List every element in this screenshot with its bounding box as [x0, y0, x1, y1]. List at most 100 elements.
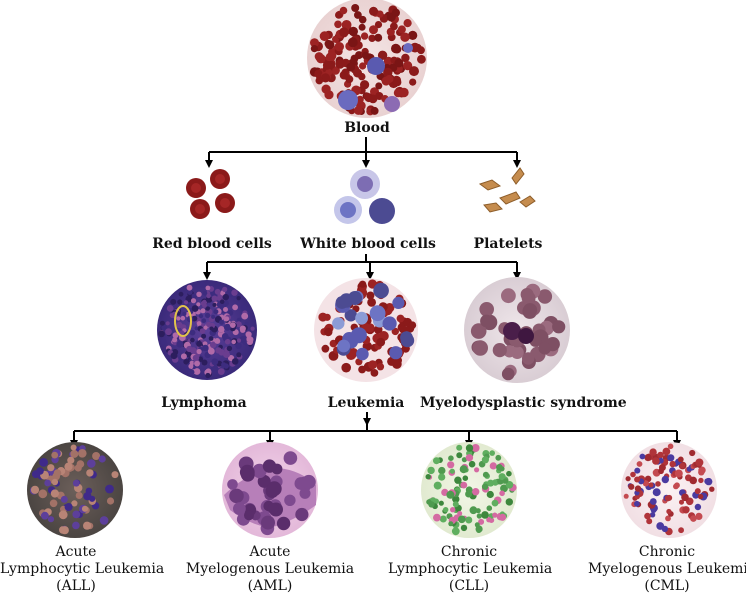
micrograph-cell	[60, 495, 68, 503]
cml-micrograph	[621, 442, 717, 538]
micrograph-cell	[246, 336, 253, 343]
micrograph-cell	[223, 316, 229, 322]
micrograph-cell	[221, 362, 227, 368]
micrograph-cell	[495, 454, 502, 461]
all-label: Acute Lymphocytic Leukemia (ALL)	[0, 544, 164, 595]
micrograph-cell	[187, 369, 195, 376]
micrograph-cell	[417, 46, 425, 55]
aml-label-line1: Acute	[249, 544, 291, 560]
micrograph-cell	[217, 368, 225, 375]
micrograph-cell	[376, 363, 385, 371]
micrograph-cell	[341, 362, 352, 373]
micrograph-cell	[465, 454, 474, 462]
micrograph-cell	[176, 316, 181, 321]
micrograph-cell	[695, 512, 703, 521]
micrograph-cell	[266, 481, 282, 497]
micrograph-cell	[223, 307, 228, 312]
micrograph-cell	[690, 515, 697, 522]
micrograph-cell	[456, 452, 463, 459]
micrograph-cell	[236, 338, 242, 343]
micrograph-cell	[320, 73, 331, 83]
micrograph-cell	[425, 474, 431, 480]
micrograph-cell	[623, 493, 629, 499]
aml-label: Acute Myelogenous Leukemia (AML)	[184, 544, 356, 595]
micrograph-cell	[374, 33, 383, 42]
micrograph-cell	[201, 318, 207, 324]
micrograph-cell	[666, 508, 672, 515]
connector-components-to-disorders	[203, 254, 521, 280]
micrograph-cell	[428, 501, 435, 508]
micrograph-cell	[674, 469, 683, 478]
micrograph-cell	[51, 451, 59, 459]
micrograph-cell	[205, 306, 210, 311]
micrograph-cell	[87, 459, 96, 468]
micrograph-cell	[391, 327, 399, 336]
micrograph-cell	[358, 72, 366, 81]
cll-label: Chronic Lymphocytic Leukemia (CLL)	[388, 544, 552, 595]
micrograph-cell	[262, 459, 277, 473]
micrograph-cell	[214, 288, 221, 295]
micrograph-cell	[211, 295, 218, 302]
micrograph-cell	[240, 467, 251, 478]
micrograph-cell	[350, 327, 367, 344]
micrograph-cell	[231, 339, 236, 345]
micrograph-cell	[639, 453, 646, 460]
micrograph-cell	[658, 468, 664, 475]
micrograph-cell	[400, 32, 410, 42]
micrograph-cell	[161, 324, 167, 331]
micrograph-cell	[689, 449, 696, 457]
micrograph-cell	[192, 354, 200, 362]
micrograph-cell	[465, 444, 474, 452]
micrograph-cell	[468, 460, 476, 468]
micrograph-cell	[178, 291, 184, 297]
micrograph-cell	[667, 454, 675, 462]
micrograph-cell	[334, 20, 342, 29]
micrograph-cell	[191, 305, 199, 312]
micrograph-cell	[482, 471, 489, 478]
micrograph-cell	[644, 512, 651, 520]
white-blood-cells-illustration	[334, 169, 395, 224]
micrograph-cell	[552, 320, 566, 334]
micrograph-cell	[501, 288, 516, 304]
micrograph-cell	[60, 526, 69, 535]
micrograph-cell	[396, 314, 405, 323]
micrograph-cell	[227, 479, 238, 490]
micrograph-cell	[347, 350, 357, 359]
micrograph-cell	[346, 62, 356, 72]
micrograph-cell	[367, 298, 376, 307]
micrograph-cell	[99, 516, 109, 525]
micrograph-cell	[41, 511, 49, 520]
micrograph-cell	[166, 305, 174, 312]
micrograph-cell	[206, 293, 211, 299]
micrograph-cell	[244, 321, 249, 326]
micrograph-cell	[368, 360, 378, 370]
micrograph-cell	[361, 51, 370, 60]
micrograph-cell	[403, 19, 412, 28]
micrograph-cell	[202, 344, 209, 352]
micrograph-cell	[322, 60, 332, 70]
micrograph-cell	[31, 470, 40, 479]
micrograph-cell	[646, 518, 653, 525]
micrograph-cell	[67, 456, 75, 464]
micrograph-cell	[194, 360, 201, 367]
micrograph-cell	[486, 490, 494, 499]
micrograph-cell	[165, 321, 170, 326]
micrograph-cell	[70, 444, 77, 451]
micrograph-cell	[669, 460, 676, 468]
micrograph-cell	[481, 483, 489, 490]
micrograph-cell	[480, 314, 493, 328]
micrograph-cell	[461, 457, 467, 463]
cml-label: Chronic Myelogenous Leukemia (CML)	[588, 544, 746, 595]
micrograph-cell	[200, 308, 206, 314]
micrograph-cell	[158, 330, 165, 338]
micrograph-cell	[486, 505, 493, 512]
micrograph-cell	[492, 343, 507, 358]
micrograph-cell	[72, 521, 80, 530]
micrograph-cell	[368, 34, 376, 42]
micrograph-cell	[652, 488, 661, 497]
micrograph-cell	[447, 461, 455, 469]
micrograph-cell	[501, 367, 515, 381]
micrograph-cell	[223, 351, 230, 358]
micrograph-cell	[319, 31, 330, 42]
